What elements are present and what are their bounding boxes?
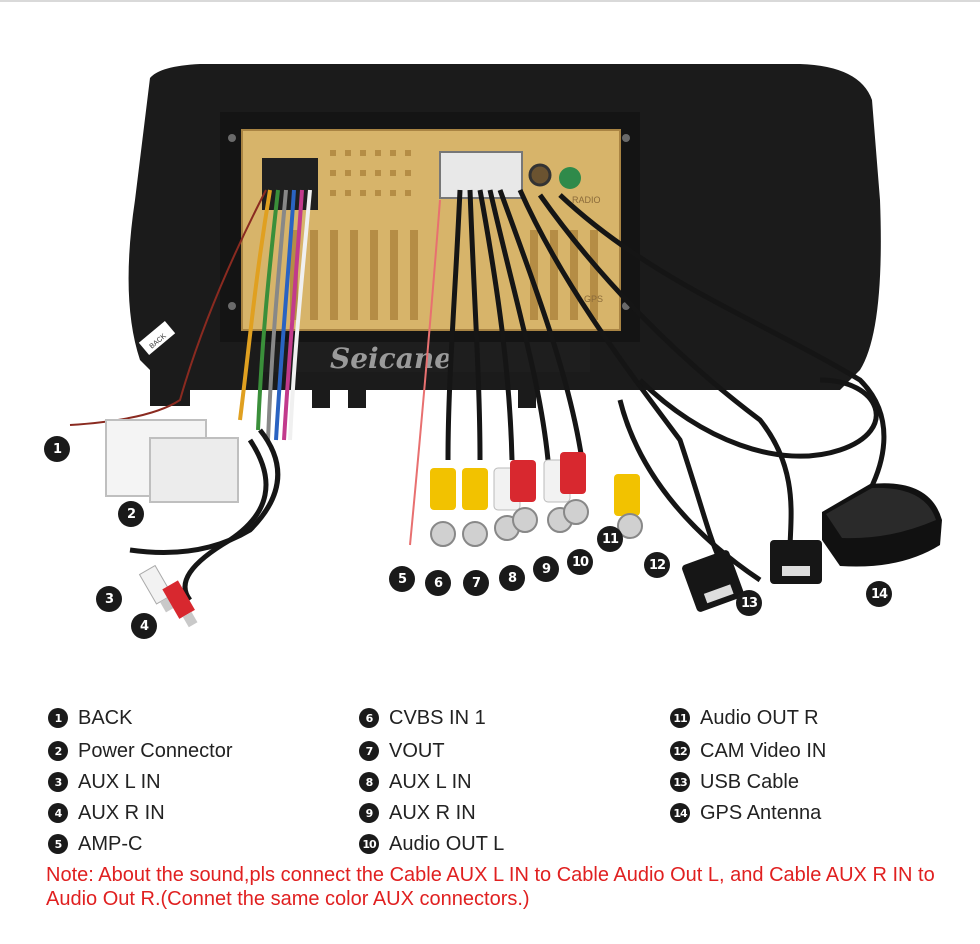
legend-label: Audio OUT L [389, 832, 505, 855]
legend-label: AUX R IN [389, 801, 476, 824]
mount-tab [518, 386, 536, 408]
legend-item: 8 AUX L IN [359, 770, 472, 794]
legend-number: 8 [359, 772, 379, 792]
legend-label: AUX R IN [78, 801, 165, 824]
sound-connection-note: Note: About the sound,pls connect the Ca… [46, 864, 935, 910]
back-tag [138, 320, 176, 356]
legend-label: GPS Antenna [700, 801, 822, 824]
usb-plug [682, 550, 744, 612]
callout-aux-r-in-left: 4 [131, 613, 157, 639]
legend-item: 12 CAM Video IN [670, 739, 826, 763]
gps-antenna-top [826, 487, 936, 539]
callout-cvbs-in: 6 [425, 570, 451, 596]
legend-label: AUX L IN [389, 770, 472, 793]
watermark: Seicane [330, 342, 452, 375]
gps-jack [559, 167, 581, 189]
legend-label: CAM Video IN [700, 739, 827, 762]
callout-aux-l-in-left: 3 [96, 586, 122, 612]
aux-harness-cable [129, 428, 281, 555]
legend-number: 9 [359, 803, 379, 823]
mount-bracket-left [150, 340, 190, 406]
legend-number: 6 [359, 708, 379, 728]
legend-label: VOUT [389, 739, 445, 762]
mount-tab [348, 386, 366, 408]
callout-power-connector: 2 [118, 501, 144, 527]
legend-number: 14 [670, 803, 690, 823]
center-cables [445, 189, 585, 461]
gps-label: GPS [584, 294, 603, 304]
callout-audio-out-r: 11 [597, 526, 623, 552]
callout-audio-out-l: 10 [567, 549, 593, 575]
legend-item: 6 CVBS IN 1 [359, 706, 486, 730]
legend-label: CVBS IN 1 [389, 706, 486, 729]
legend-label: Audio OUT R [700, 706, 819, 729]
rca-aux-left-white [138, 564, 175, 613]
legend-number: 10 [359, 834, 379, 854]
legend-item: 10 Audio OUT L [359, 832, 504, 856]
rca-sockets [430, 499, 643, 547]
usb-plug [770, 540, 822, 584]
legend-item: 1 BACK [48, 706, 132, 730]
callout-cam-video-in: 12 [644, 552, 670, 578]
legend-item: 13 USB Cable [670, 770, 799, 794]
usb-port [782, 566, 810, 576]
callout-vout: 7 [463, 570, 489, 596]
legend-number: 11 [670, 708, 690, 728]
callout-gps-antenna: 14 [866, 581, 892, 607]
legend-item: 9 AUX R IN [359, 801, 476, 825]
legend-item: 3 AUX L IN [48, 770, 161, 794]
product-photo: RADIO GPS Seicane BACK [69, 64, 942, 628]
legend-number: 4 [48, 803, 68, 823]
harness-wires [69, 189, 312, 441]
legend-number: 3 [48, 772, 68, 792]
callout-aux-r-in: 9 [533, 556, 559, 582]
legend-number: 7 [359, 741, 379, 761]
legend-number: 13 [670, 772, 690, 792]
callout-amp-c: 5 [389, 566, 415, 592]
watermark-band [260, 342, 590, 372]
legend-label: AMP-C [78, 832, 143, 855]
legend-item: 7 VOUT [359, 739, 445, 763]
callout-back: 1 [44, 436, 70, 462]
legend-label: Power Connector [78, 739, 233, 762]
top-divider [0, 0, 980, 2]
legend-label: USB Cable [700, 770, 799, 793]
rca-aux-right-red [162, 580, 198, 628]
vent-slots [290, 230, 598, 320]
legend-item: 14 GPS Antenna [670, 801, 821, 825]
legend-item: 5 AMP-C [48, 832, 142, 856]
mount-tab [312, 386, 330, 408]
radio-antenna-jack [528, 163, 552, 187]
rca-plugs [430, 452, 640, 516]
vent-holes [330, 150, 411, 196]
callout-usb-cable: 13 [736, 590, 762, 616]
legend-item: 4 AUX R IN [48, 801, 165, 825]
legend-number: 12 [670, 741, 690, 761]
legend-label: AUX L IN [78, 770, 161, 793]
amp-c-wire [409, 199, 441, 546]
aux-harness-cable [182, 438, 269, 602]
legend-label: BACK [78, 706, 133, 729]
usb-port [703, 584, 734, 604]
legend-number: 1 [48, 708, 68, 728]
legend-item: 11 Audio OUT R [670, 706, 819, 730]
power-connector-plug [149, 437, 239, 503]
callout-aux-l-in: 8 [499, 565, 525, 591]
legend-item: 2 Power Connector [48, 739, 233, 763]
usb-gps-cables [517, 188, 887, 583]
radio-label: RADIO [572, 195, 601, 205]
legend-number: 2 [48, 741, 68, 761]
legend-number: 5 [48, 834, 68, 854]
